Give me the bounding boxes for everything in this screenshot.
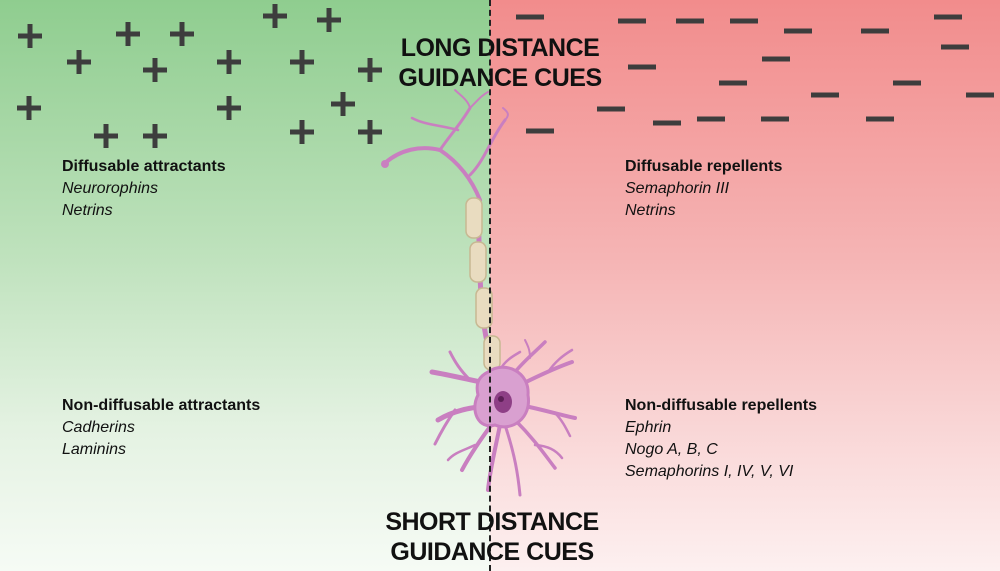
myelin-sheath: [483, 335, 501, 371]
plus-icon: [358, 120, 382, 144]
cue-heading: Non-diffusable attractants: [62, 397, 261, 414]
plus-icon: [317, 8, 341, 32]
cue-heading: Diffusable attractants: [62, 158, 226, 175]
cue-item: Cadherins: [62, 419, 135, 436]
neuron-nucleus: [494, 391, 512, 413]
plus-icon: [67, 50, 91, 74]
short-distance-title-line-2: GUIDANCE CUES: [390, 538, 594, 566]
minus-icon: [618, 18, 646, 24]
diffusable-repellents-block: Diffusable repellents Semaphorin III Net…: [625, 156, 782, 222]
plus-icon: [263, 4, 287, 28]
attract-repel-divider: [489, 0, 491, 571]
myelin-sheath: [469, 241, 487, 283]
minus-icon: [941, 44, 969, 50]
plus-icon: [290, 120, 314, 144]
cue-item: Netrins: [62, 202, 113, 219]
cue-item: Ephrin: [625, 419, 672, 436]
minus-icon: [761, 116, 789, 122]
axon: [465, 197, 501, 371]
plus-icon: [358, 58, 382, 82]
minus-icon: [676, 18, 704, 24]
plus-icon: [170, 22, 194, 46]
minus-icon: [719, 80, 747, 86]
minus-icon: [730, 18, 758, 24]
neuron-nucleolus: [498, 396, 504, 402]
long-distance-title-line-2: GUIDANCE CUES: [398, 64, 602, 92]
minus-icon: [934, 14, 962, 20]
dendrite-terminal: [381, 160, 389, 168]
myelin-sheath: [465, 197, 483, 239]
short-distance-title-line-1: SHORT DISTANCE: [385, 508, 599, 536]
long-distance-title-line-1: LONG DISTANCE: [400, 34, 600, 62]
minus-icon: [784, 28, 812, 34]
minus-icon: [811, 92, 839, 98]
plus-icon: [290, 50, 314, 74]
plus-icon: [331, 92, 355, 116]
plus-icon: [94, 124, 118, 148]
cue-item: Neurorophins: [62, 180, 159, 197]
attractant-panel: [0, 0, 490, 571]
minus-icon: [866, 116, 894, 122]
repellent-panel: [490, 0, 1000, 571]
cue-item: Semaphorin III: [625, 180, 730, 197]
minus-icon: [861, 28, 889, 34]
plus-icon: [17, 96, 41, 120]
charge-symbols: [17, 4, 994, 148]
non-diffusable-attractants-block: Non-diffusable attractants Cadherins Lam…: [62, 395, 260, 461]
minus-icon: [597, 106, 625, 112]
minus-icon: [762, 56, 790, 62]
plus-icon: [116, 22, 140, 46]
neuron-dendrites-top: [383, 89, 509, 232]
plus-icon: [217, 96, 241, 120]
cue-item: Netrins: [625, 202, 676, 219]
minus-icon: [628, 64, 656, 70]
short-distance-title: SHORT DISTANCE GUIDANCE CUES: [360, 507, 624, 567]
minus-icon: [697, 116, 725, 122]
cue-item: Laminins: [62, 441, 127, 458]
cue-heading: Non-diffusable repellents: [625, 397, 818, 414]
myelin-sheath: [475, 287, 493, 329]
diffusable-attractants-block: Diffusable attractants Neurorophins Netr…: [62, 156, 226, 222]
long-distance-title: LONG DISTANCE GUIDANCE CUES: [370, 33, 630, 93]
cue-item: Nogo A, B, C: [625, 441, 718, 458]
minus-icon: [893, 80, 921, 86]
minus-icon: [516, 14, 544, 20]
plus-icon: [217, 50, 241, 74]
non-diffusable-repellents-block: Non-diffusable repellents Ephrin Nogo A,…: [625, 395, 817, 483]
cue-item: Semaphorins I, IV, V, VI: [625, 463, 794, 480]
plus-icon: [143, 124, 167, 148]
minus-icon: [653, 120, 681, 126]
cue-heading: Diffusable repellents: [625, 158, 783, 175]
plus-icon: [143, 58, 167, 82]
minus-icon: [526, 128, 554, 134]
plus-icon: [18, 24, 42, 48]
minus-icon: [966, 92, 994, 98]
